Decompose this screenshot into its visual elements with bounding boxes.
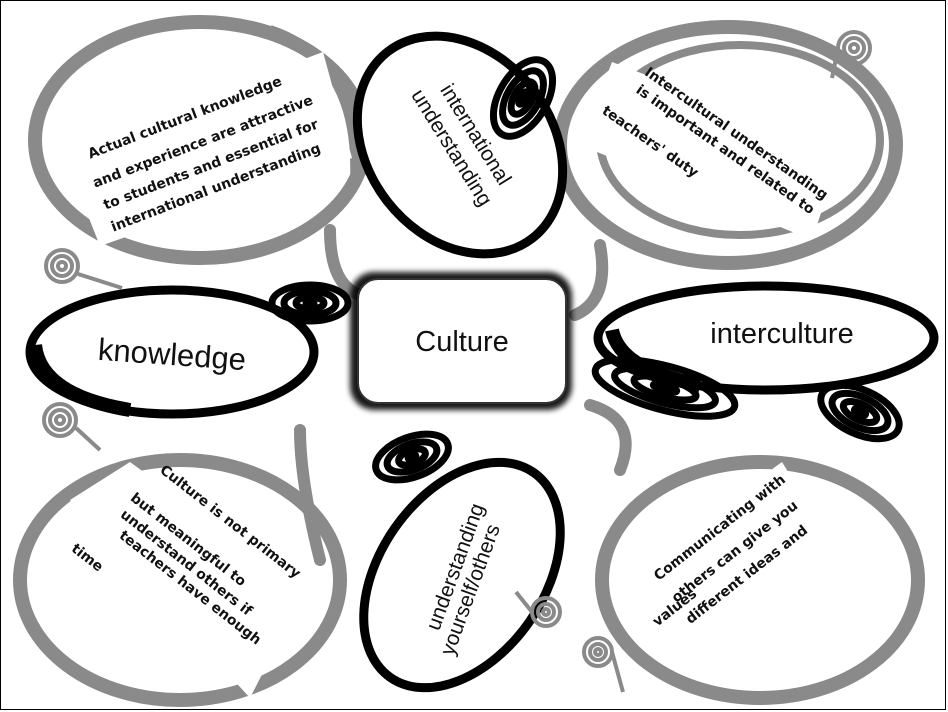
- center-box: [357, 278, 567, 404]
- spiral-icon: [268, 281, 352, 325]
- center-label: Culture: [415, 326, 509, 358]
- connector-bottom-right: [584, 399, 632, 476]
- spiral-icon: [830, 30, 872, 79]
- spirals-gray: [42, 30, 872, 693]
- node-interculture: interculture: [710, 318, 854, 350]
- spiral-icon: [817, 381, 903, 443]
- spiral-icon: [44, 248, 123, 290]
- oval-understanding-yourself: [359, 457, 565, 693]
- connector-bottom-left: [294, 424, 326, 566]
- connector-top-right: [569, 239, 609, 321]
- bubble-bottom-right: [595, 455, 925, 705]
- oval-knowledge: [25, 285, 319, 419]
- spiral-icon: [582, 636, 625, 693]
- spirals-black: [268, 56, 903, 484]
- spiral-icon: [514, 590, 562, 628]
- spiral-icon: [372, 430, 452, 484]
- spiral-icon: [489, 56, 557, 140]
- bubble-bottom-left: [13, 453, 347, 707]
- spiral-icon: [42, 402, 102, 452]
- spiral-icon: [591, 356, 739, 420]
